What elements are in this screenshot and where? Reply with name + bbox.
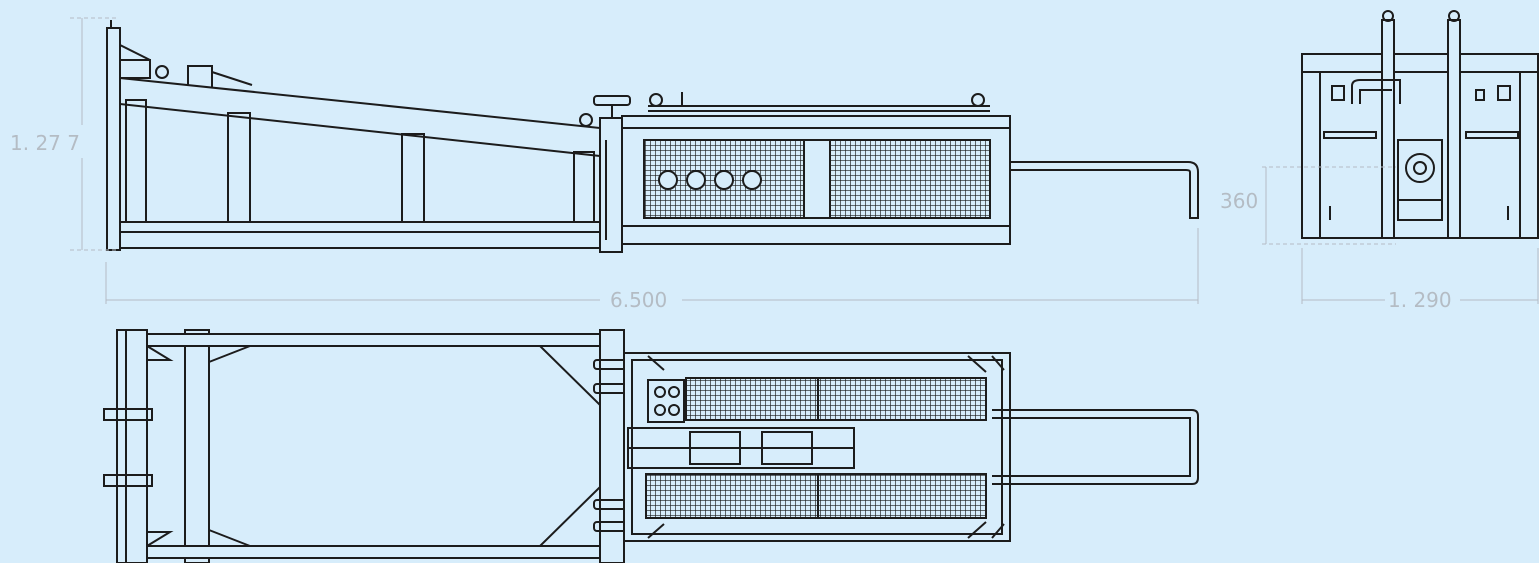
end-frame bbox=[1301, 53, 1539, 239]
plan-view bbox=[103, 329, 1199, 563]
side-flange bbox=[599, 117, 623, 253]
dimensions bbox=[70, 17, 1539, 304]
side-rear-post bbox=[106, 27, 121, 251]
plan-tab-upper bbox=[103, 408, 153, 421]
plan-top-rail bbox=[146, 333, 602, 347]
side-view bbox=[106, 20, 1199, 253]
plan-tab-lower bbox=[103, 474, 153, 487]
side-bottom-beam bbox=[119, 221, 601, 249]
plan-tow-bar bbox=[992, 409, 1199, 485]
side-strut-4 bbox=[573, 151, 595, 223]
plan-mesh-panel-lower bbox=[645, 473, 987, 519]
side-tow-bar bbox=[1010, 161, 1199, 219]
plan-rear-frame bbox=[116, 329, 148, 563]
end-post-right bbox=[1447, 19, 1461, 239]
side-strut-3 bbox=[401, 133, 425, 223]
plan-bottom-rail bbox=[146, 545, 602, 559]
end-view bbox=[1301, 10, 1539, 239]
side-lifting-eye-beam bbox=[579, 113, 593, 127]
end-post-left bbox=[1381, 19, 1395, 239]
side-sloped-beam bbox=[119, 76, 601, 158]
plan-flange bbox=[599, 329, 625, 563]
side-lifting-eye-left bbox=[155, 65, 169, 79]
end-lifting-eye-right bbox=[1448, 10, 1460, 22]
plan-mesh-panel-upper bbox=[685, 377, 987, 421]
side-strut-1 bbox=[125, 99, 147, 223]
dimension-length-total: 6.500 bbox=[610, 288, 667, 312]
side-mesh-panel-right bbox=[829, 139, 991, 219]
side-lifting-eye-2 bbox=[971, 93, 985, 107]
side-t-handle bbox=[593, 95, 631, 106]
dimension-height-side: 1. 27 7 bbox=[10, 131, 80, 155]
plan-cross-member bbox=[184, 329, 210, 563]
end-lifting-eye-left bbox=[1382, 10, 1394, 22]
side-lifting-eye-1 bbox=[649, 93, 663, 107]
side-strut-2 bbox=[227, 112, 251, 223]
side-top-bracket bbox=[119, 59, 151, 79]
dimension-height-end: 360 bbox=[1220, 189, 1258, 213]
dimension-width-end: 1. 290 bbox=[1388, 288, 1452, 312]
